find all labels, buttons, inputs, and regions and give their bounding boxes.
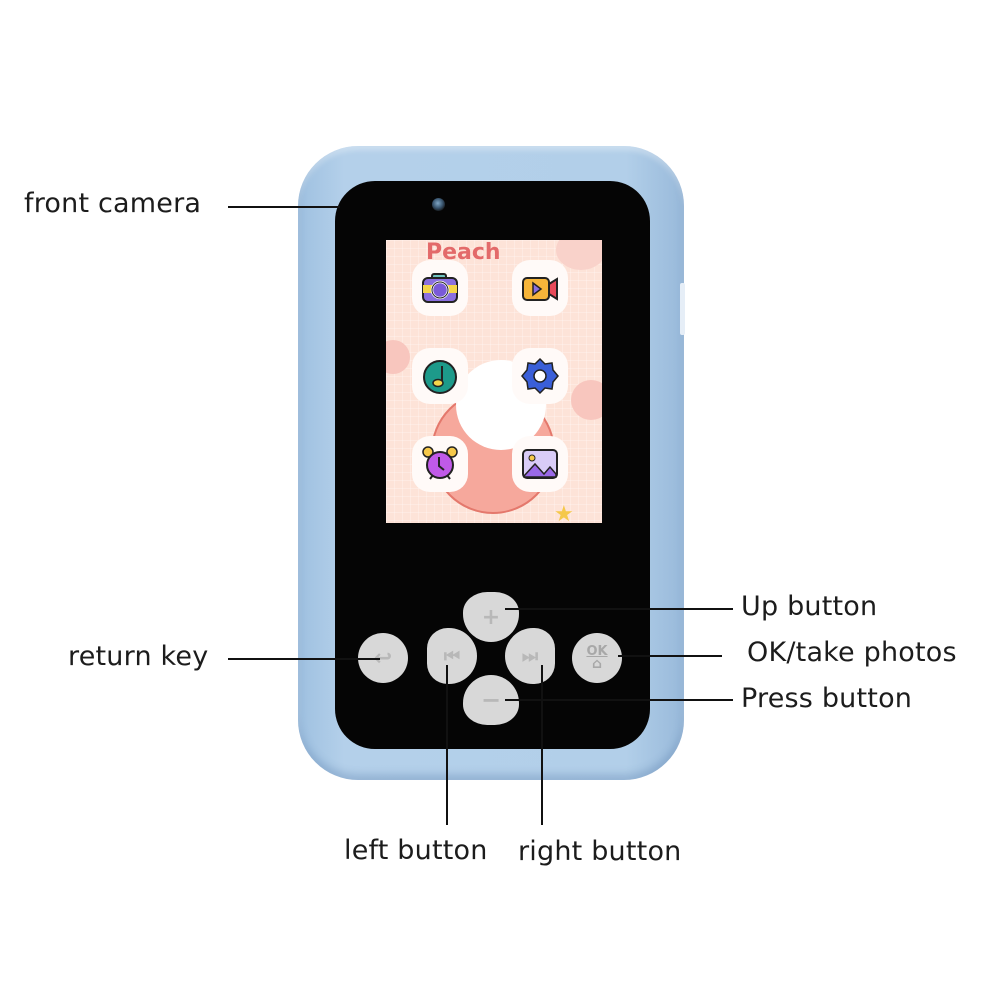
leader-line-front-camera <box>228 206 340 208</box>
app-alarm[interactable] <box>412 436 468 492</box>
app-settings[interactable] <box>512 348 568 404</box>
label-left-button: left button <box>344 835 488 866</box>
up-button[interactable]: + <box>463 592 519 642</box>
leader-line-press-button <box>505 699 733 701</box>
image-gallery-icon <box>522 449 558 479</box>
ok-label: OK <box>586 644 608 659</box>
label-up-button: Up button <box>741 591 878 622</box>
leader-line-left-button <box>446 665 448 825</box>
label-right-button: right button <box>518 836 682 867</box>
gear-icon <box>521 357 559 395</box>
label-press-button: Press button <box>741 683 913 714</box>
music-note-icon <box>423 360 457 394</box>
right-button[interactable]: ⏭ <box>505 628 555 684</box>
previous-icon: ⏮ <box>443 645 461 667</box>
next-icon: ⏭ <box>521 645 539 667</box>
side-button[interactable] <box>680 283 685 335</box>
app-video[interactable] <box>512 260 568 316</box>
label-front-camera: front camera <box>24 188 202 219</box>
leader-line-up-button <box>505 608 733 610</box>
leader-line-ok <box>618 655 722 657</box>
ok-photo-button[interactable]: OK ⌂ <box>572 633 622 683</box>
device-screen: Peach ★ <box>386 240 602 523</box>
front-camera-lens <box>432 198 445 211</box>
app-music[interactable] <box>412 348 468 404</box>
leader-line-right-button <box>541 665 543 825</box>
wallpaper-flower <box>571 380 602 420</box>
camera-icon <box>422 273 458 303</box>
wallpaper-flower <box>556 240 602 270</box>
star-icon: ★ <box>554 502 574 523</box>
camera-shutter-icon: ⌂ <box>591 656 603 672</box>
label-ok-take-photos: OK/take photos <box>747 637 957 668</box>
wallpaper-flower <box>386 340 410 374</box>
plus-icon: + <box>481 604 501 630</box>
alarm-clock-icon <box>422 446 458 480</box>
leader-line-return-key <box>228 658 380 660</box>
label-return-key: return key <box>68 641 209 672</box>
app-camera[interactable] <box>412 260 468 316</box>
left-button[interactable]: ⏮ <box>427 628 477 684</box>
down-button[interactable]: − <box>463 675 519 725</box>
app-gallery[interactable] <box>512 436 568 492</box>
video-camera-icon <box>522 277 558 301</box>
return-arrow-icon: ↩ <box>373 645 393 671</box>
minus-icon: − <box>480 686 502 714</box>
